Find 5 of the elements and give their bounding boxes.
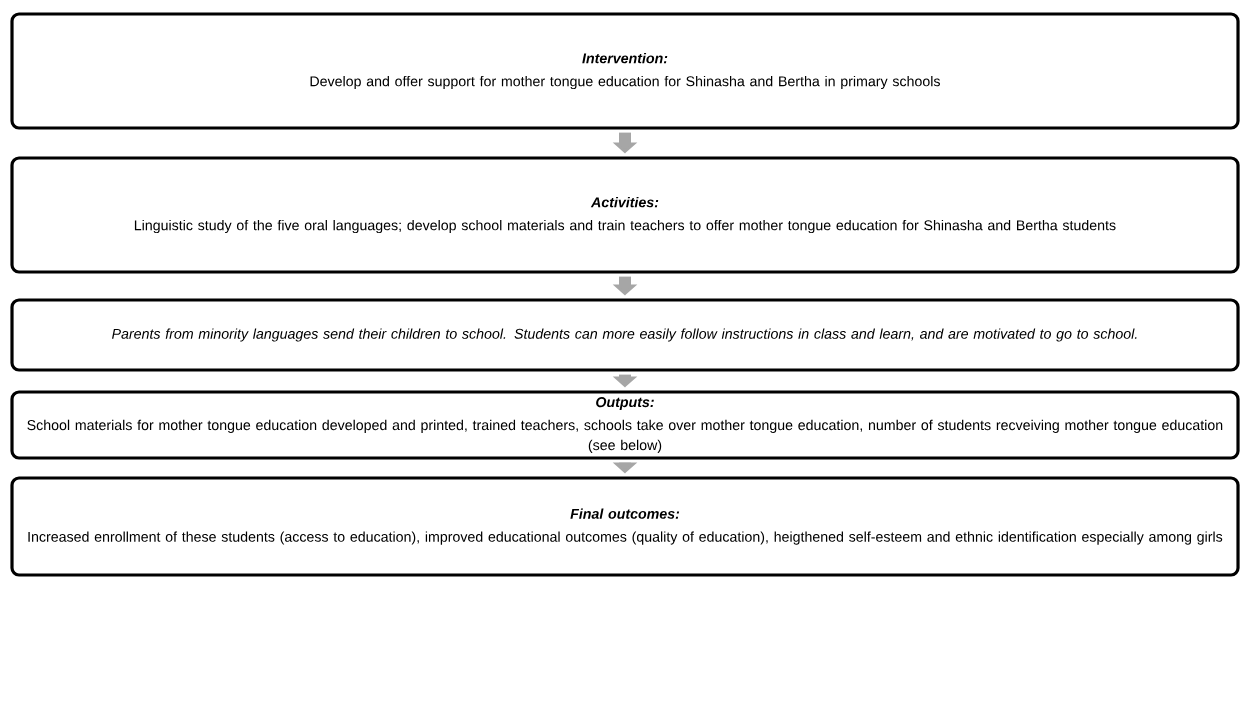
process-box: Parents from minority languages send their children to school. Students can more easily follow instructions in class and learn, and are motivated to go to school.	[10, 298, 1240, 372]
process-box: Final outcomes: Increased enrollment of these students (access to education), improved educational outcomes (quality of education), heigthened self-esteem and ethnic identification especially among girls	[10, 476, 1240, 577]
process-box: Intervention: Develop and offer support for mother tongue education for Shinasha and Bertha in primary schools	[10, 12, 1240, 130]
process-box: Activities: Linguistic study of the five oral languages; develop school materials and train teachers to offer mother tongue education for Shinasha and Bertha students	[10, 156, 1240, 274]
process-box: Outputs: School materials for mother tongue education developed and printed, trained teachers, schools take over mother tongue education, number of students recveiving mother tongue education (see below)	[10, 390, 1240, 460]
